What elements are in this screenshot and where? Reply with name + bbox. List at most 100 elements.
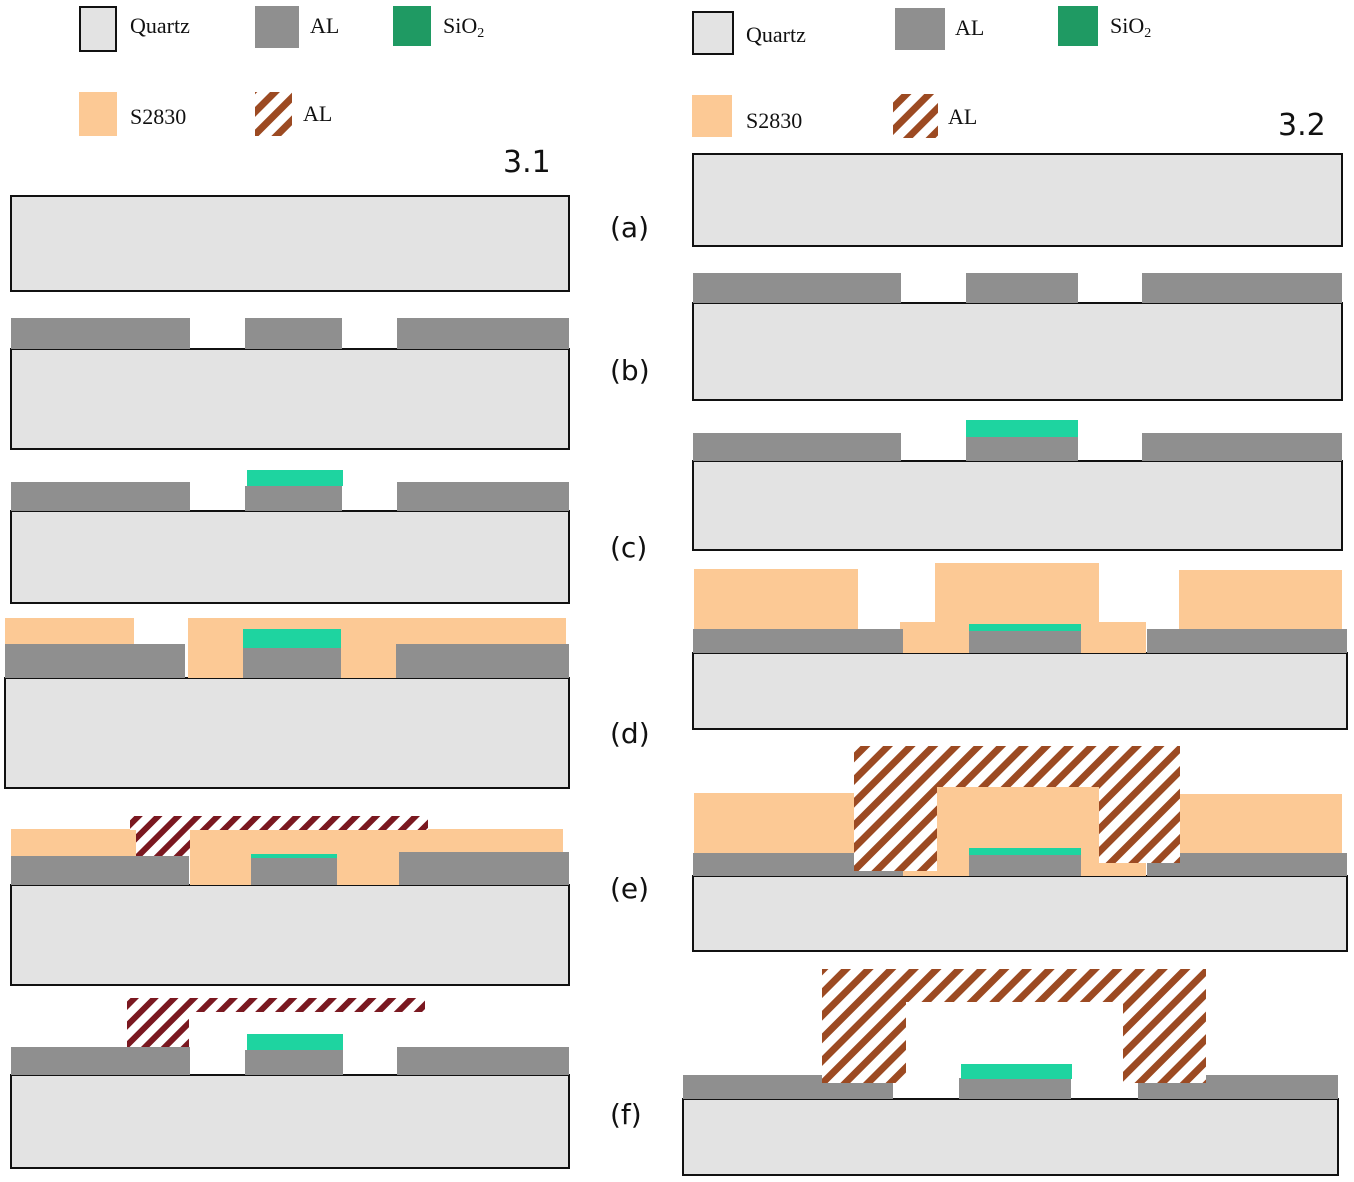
photoresist-s2830 (694, 793, 854, 853)
panel-id-left: 3.1 (503, 145, 551, 180)
quartz-substrate (692, 875, 1348, 952)
al-pad (397, 482, 569, 511)
sio2-layer (251, 854, 337, 858)
legend-swatch-sio2 (393, 6, 431, 46)
quartz-substrate (10, 195, 570, 292)
al-pad (245, 318, 342, 349)
legend-label-quartz: Quartz (130, 13, 190, 38)
al-pad (693, 273, 901, 303)
quartz-substrate (692, 460, 1343, 551)
legend-left: Quartz AL SiO2 S2830 AL (79, 6, 484, 136)
legend-label-al-hatched: AL (303, 101, 332, 126)
sio2-layer (247, 1034, 343, 1050)
al-hatched-layer (822, 1002, 906, 1083)
left-step-a (10, 195, 570, 292)
al-pad (966, 273, 1078, 303)
al-pad (959, 1078, 1071, 1099)
al-pad (399, 852, 569, 885)
right-step-f (682, 969, 1339, 1176)
sio2-layer (969, 848, 1081, 855)
sio2-layer (966, 420, 1078, 437)
al-pad (693, 433, 901, 461)
sio2-layer (247, 470, 343, 486)
al-pad (5, 644, 185, 678)
al-pad (245, 1050, 343, 1075)
legend-label-al: AL (310, 13, 339, 38)
al-pad (966, 437, 1078, 461)
legend-swatch-sio2 (1058, 6, 1098, 46)
photoresist-s2830 (1179, 570, 1342, 629)
step-label-f: (f) (610, 1098, 642, 1131)
legend-swatch-al (895, 8, 945, 50)
right-step-e (692, 746, 1348, 952)
right-step-a (692, 153, 1343, 247)
right-step-d (692, 563, 1348, 730)
quartz-substrate (4, 677, 570, 789)
quartz-substrate (10, 348, 570, 450)
left-step-b (10, 318, 570, 450)
left-step-c (10, 470, 570, 604)
al-hatched-layer (854, 787, 937, 871)
legend-swatch-al-hatched (255, 92, 292, 136)
legend-swatch-al-hatched (893, 94, 938, 138)
al-pad (1147, 629, 1347, 653)
quartz-substrate (692, 652, 1348, 730)
photoresist-s2830 (694, 569, 858, 629)
al-hatched-layer (822, 969, 1206, 1002)
quartz-substrate (10, 510, 570, 604)
sio2-layer (969, 624, 1081, 631)
al-pad (397, 318, 569, 349)
al-hatched-layer (130, 816, 428, 830)
photoresist-s2830 (11, 829, 136, 856)
quartz-substrate (692, 302, 1343, 401)
photoresist-s2830 (935, 563, 1099, 626)
photoresist-s2830 (1180, 794, 1342, 853)
step-label-c: (c) (610, 531, 647, 564)
step-label-e: (e) (610, 872, 649, 905)
right-step-c (692, 420, 1343, 551)
al-pad (969, 630, 1081, 653)
photoresist-s2830 (937, 787, 1099, 849)
legend-swatch-s2830 (692, 95, 732, 137)
quartz-substrate (692, 153, 1343, 247)
quartz-substrate (10, 1074, 570, 1169)
legend-right: Quartz AL SiO2 S2830 AL (692, 6, 1151, 138)
al-hatched-layer (127, 998, 425, 1012)
legend-label-al-hatched: AL (948, 104, 977, 129)
al-pad (243, 648, 341, 678)
al-pad (397, 1047, 569, 1075)
step-label-d: (d) (610, 717, 650, 750)
legend-label-sio2: SiO2 (443, 13, 484, 41)
left-step-e (10, 816, 570, 986)
al-pad (11, 1047, 190, 1075)
legend-label-al: AL (955, 15, 984, 40)
al-pad (1147, 853, 1347, 876)
al-pad (396, 644, 569, 678)
al-pad (693, 629, 903, 653)
right-step-b (692, 273, 1343, 401)
step-label-a: (a) (610, 211, 649, 244)
al-pad (251, 858, 337, 885)
legend-label-sio2: SiO2 (1110, 13, 1151, 41)
left-step-d (4, 618, 570, 789)
al-hatched-layer (127, 1012, 189, 1047)
legend-swatch-quartz (692, 11, 734, 55)
sio2-layer (243, 629, 341, 648)
legend-label-s2830: S2830 (746, 108, 802, 133)
al-pad (1142, 273, 1342, 303)
al-hatched-layer (136, 830, 190, 856)
al-pad (1142, 433, 1342, 461)
quartz-substrate (682, 1098, 1339, 1176)
legend-label-quartz: Quartz (746, 22, 806, 47)
legend-swatch-s2830 (79, 92, 117, 136)
legend-label-s2830: S2830 (130, 104, 186, 129)
al-pad (11, 482, 190, 511)
al-pad (969, 854, 1081, 876)
al-pad (245, 486, 342, 511)
quartz-substrate (10, 884, 570, 986)
panel-id-right: 3.2 (1278, 108, 1326, 143)
al-hatched-layer (1123, 1002, 1206, 1083)
legend-swatch-quartz (79, 6, 117, 52)
al-pad (11, 856, 189, 885)
